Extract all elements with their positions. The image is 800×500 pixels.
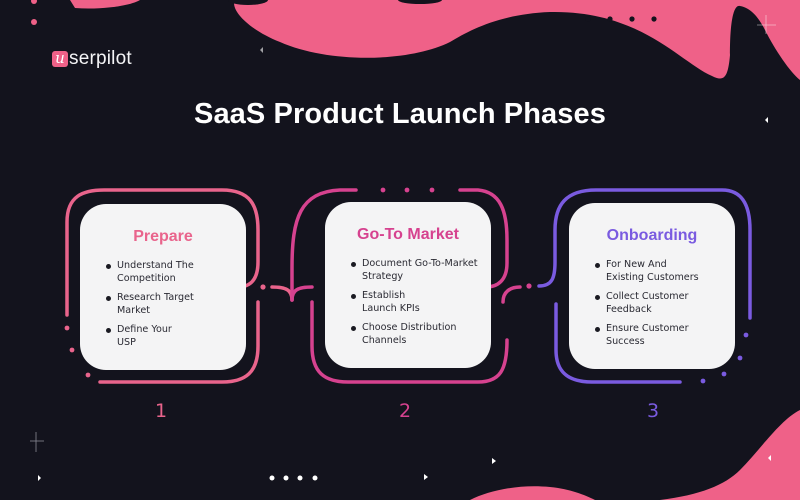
list-item: Establish Launch KPIs [351, 290, 441, 315]
phase-card-go-to-market: Go-To Market Document Go-To-Market Strat… [325, 202, 491, 368]
dot [585, 16, 591, 22]
step-number-1: 1 [154, 400, 168, 422]
phase-items: Document Go-To-Market Strategy Establish… [351, 258, 478, 347]
phase-title: Onboarding [606, 227, 698, 244]
phase-title: Prepare [133, 228, 193, 245]
list-item: Collect Customer Feedback [595, 291, 695, 316]
phase-items: For New And Existing Customers Collect C… [595, 259, 721, 348]
page-title: SaaS Product Launch Phases [194, 98, 606, 130]
phase-3-frame [537, 188, 752, 384]
list-item: Choose Distribution Channels [351, 322, 461, 347]
list-item: Research Target Market [106, 292, 194, 317]
userpilot-logo: u serpilot [52, 48, 132, 69]
list-item: For New And Existing Customers [595, 259, 707, 284]
top-wave-blob-main [160, 0, 800, 80]
list-item: Understand The Competition [106, 260, 194, 285]
step-number-2: 2 [398, 400, 412, 422]
bottom-wave-blob [660, 410, 800, 500]
phase-title: Go-To Market [357, 226, 459, 243]
list-item: Document Go-To-Market Strategy [351, 258, 481, 283]
logo-text: serpilot [69, 48, 132, 69]
list-item: Ensure Customer Success [595, 323, 695, 348]
phase-card-prepare: Prepare Understand The Competition Resea… [80, 204, 246, 370]
logo-mark: u [52, 51, 68, 67]
phase-2-frame [290, 188, 509, 384]
list-item: Define Your USP [106, 324, 176, 349]
top-wave-blob [70, 0, 140, 9]
phase-card-onboarding: Onboarding For New And Existing Customer… [569, 203, 735, 369]
step-number-3: 3 [646, 400, 660, 422]
phase-items: Understand The Competition Research Targ… [106, 260, 232, 349]
